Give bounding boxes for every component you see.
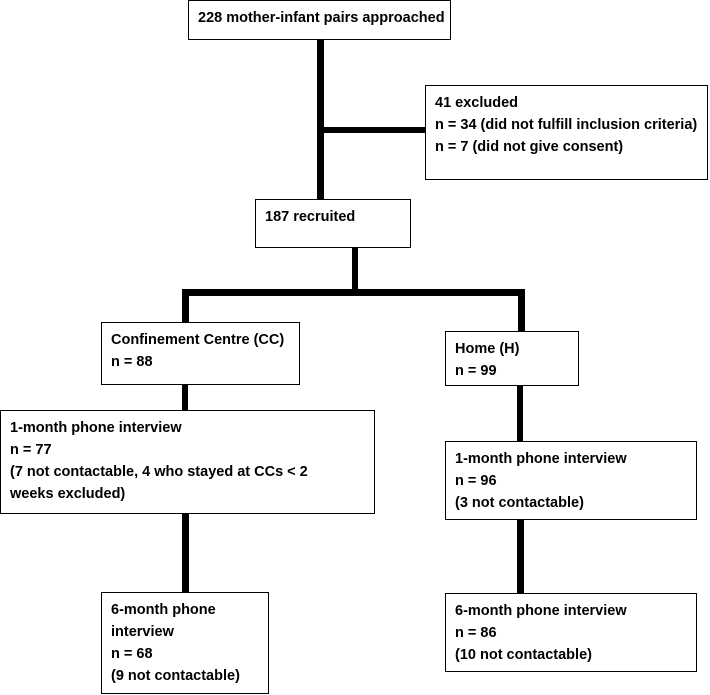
box-cc-group-count: n = 88 [111, 354, 153, 370]
box-home-group-title: Home (H) [455, 341, 520, 357]
connector-to-excluded [320, 127, 426, 133]
box-home-6month-count: n = 86 [455, 625, 497, 641]
box-cc-6month-title-1: 6-month phone [111, 602, 216, 618]
box-home-6month-note: (10 not contactable) [455, 647, 592, 663]
connector-home-to-1month [517, 385, 523, 443]
box-home-group: Home (H) n = 99 [445, 331, 579, 386]
box-excluded-line-2: n = 34 (did not fulfill inclusion criter… [435, 117, 698, 133]
box-home-1month-note: (3 not contactable) [455, 495, 584, 511]
box-cc-6month-note: (9 not contactable) [111, 668, 240, 684]
box-cc-group: Confinement Centre (CC) n = 88 [101, 322, 300, 385]
box-home-1month: 1-month phone interview n = 96 (3 not co… [445, 441, 697, 520]
connector-split-horizontal [182, 289, 525, 296]
box-home-6month: 6-month phone interview n = 86 (10 not c… [445, 593, 697, 672]
box-cc-6month-count: n = 68 [111, 646, 153, 662]
box-cc-6month-title-2: interview [111, 624, 174, 640]
box-recruited-line-1: 187 recruited [265, 209, 356, 225]
box-recruited: 187 recruited [255, 199, 411, 248]
box-approached: 228 mother-infant pairs approached [188, 0, 451, 40]
connector-cc-1month-to-6month [182, 512, 189, 594]
box-cc-6month: 6-month phone interview n = 68 (9 not co… [101, 592, 269, 694]
box-excluded-title: 41 excluded [435, 95, 519, 111]
box-home-group-count: n = 99 [455, 363, 497, 379]
box-cc-1month: 1-month phone interview n = 77 (7 not co… [0, 410, 375, 514]
box-cc-1month-count: n = 77 [10, 442, 52, 458]
connector-cc-to-1month [182, 383, 188, 412]
box-cc-1month-note: (7 not contactable, 4 who stayed at CCs … [10, 464, 308, 502]
box-home-6month-title: 6-month phone interview [455, 603, 627, 619]
connector-home-1month-to-6month [517, 518, 524, 595]
box-excluded: 41 excluded n = 34 (did not fulfill incl… [425, 85, 708, 180]
connector-recruited-down [352, 246, 358, 292]
box-home-1month-count: n = 96 [455, 473, 497, 489]
box-excluded-line-3: n = 7 (did not give consent) [435, 139, 624, 155]
box-cc-group-title: Confinement Centre (CC) [111, 332, 285, 348]
connector-split-to-home [518, 289, 525, 333]
box-approached-line-1: 228 mother-infant pairs approached [198, 10, 445, 26]
box-cc-1month-title: 1-month phone interview [10, 420, 182, 436]
box-home-1month-title: 1-month phone interview [455, 451, 627, 467]
connector-split-to-cc [182, 289, 189, 324]
connector-approached-to-recruited [317, 39, 324, 202]
